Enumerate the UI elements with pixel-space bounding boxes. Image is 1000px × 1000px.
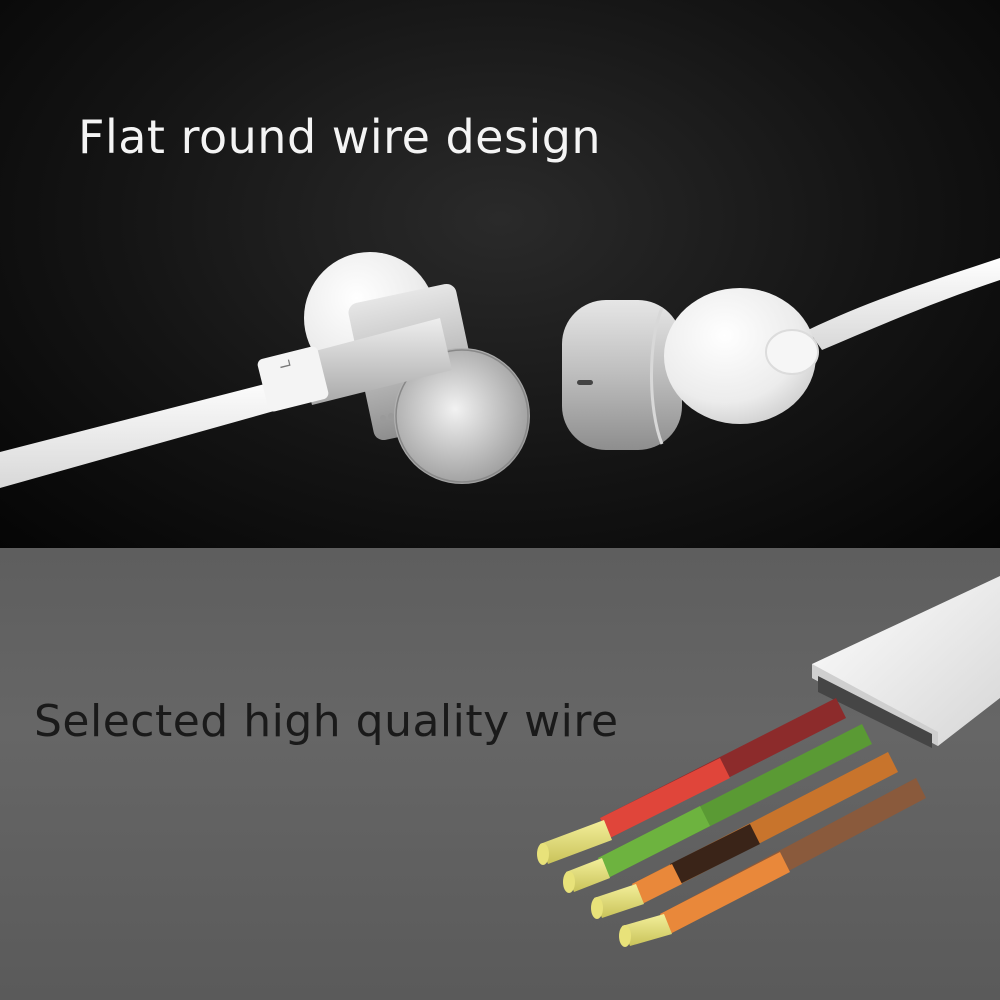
earphones-illustration: L (0, 252, 1000, 488)
wire-cross-section-panel: Selected high quality wire (0, 548, 1000, 1000)
earphones-panel: L Flat round wire design (0, 0, 1000, 548)
flat-wire-headline: Flat round wire design (78, 110, 602, 164)
left-flat-cable (0, 375, 306, 488)
right-flat-cable (808, 258, 1000, 350)
wire-strand-orange (591, 752, 898, 919)
left-earbud: L (257, 252, 530, 484)
wire-cross-section-illustration (537, 576, 1000, 947)
wire-quality-headline: Selected high quality wire (34, 696, 619, 747)
wire-strand-green (563, 724, 872, 893)
wire-strand-red (537, 698, 846, 865)
side-marker-label: L (277, 358, 294, 370)
right-earbud (562, 288, 819, 450)
wire-strand-brown (619, 778, 926, 947)
flat-cable-sheath (812, 576, 1000, 746)
